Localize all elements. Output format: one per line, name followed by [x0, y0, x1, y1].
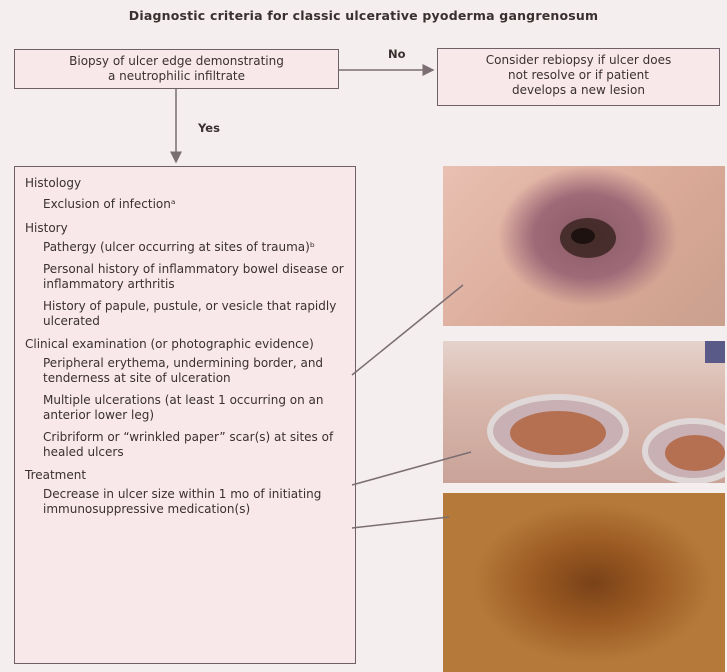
- connector-photo-1: [352, 285, 463, 375]
- connector-photo-2: [352, 452, 471, 485]
- connector-photo-3: [352, 517, 449, 528]
